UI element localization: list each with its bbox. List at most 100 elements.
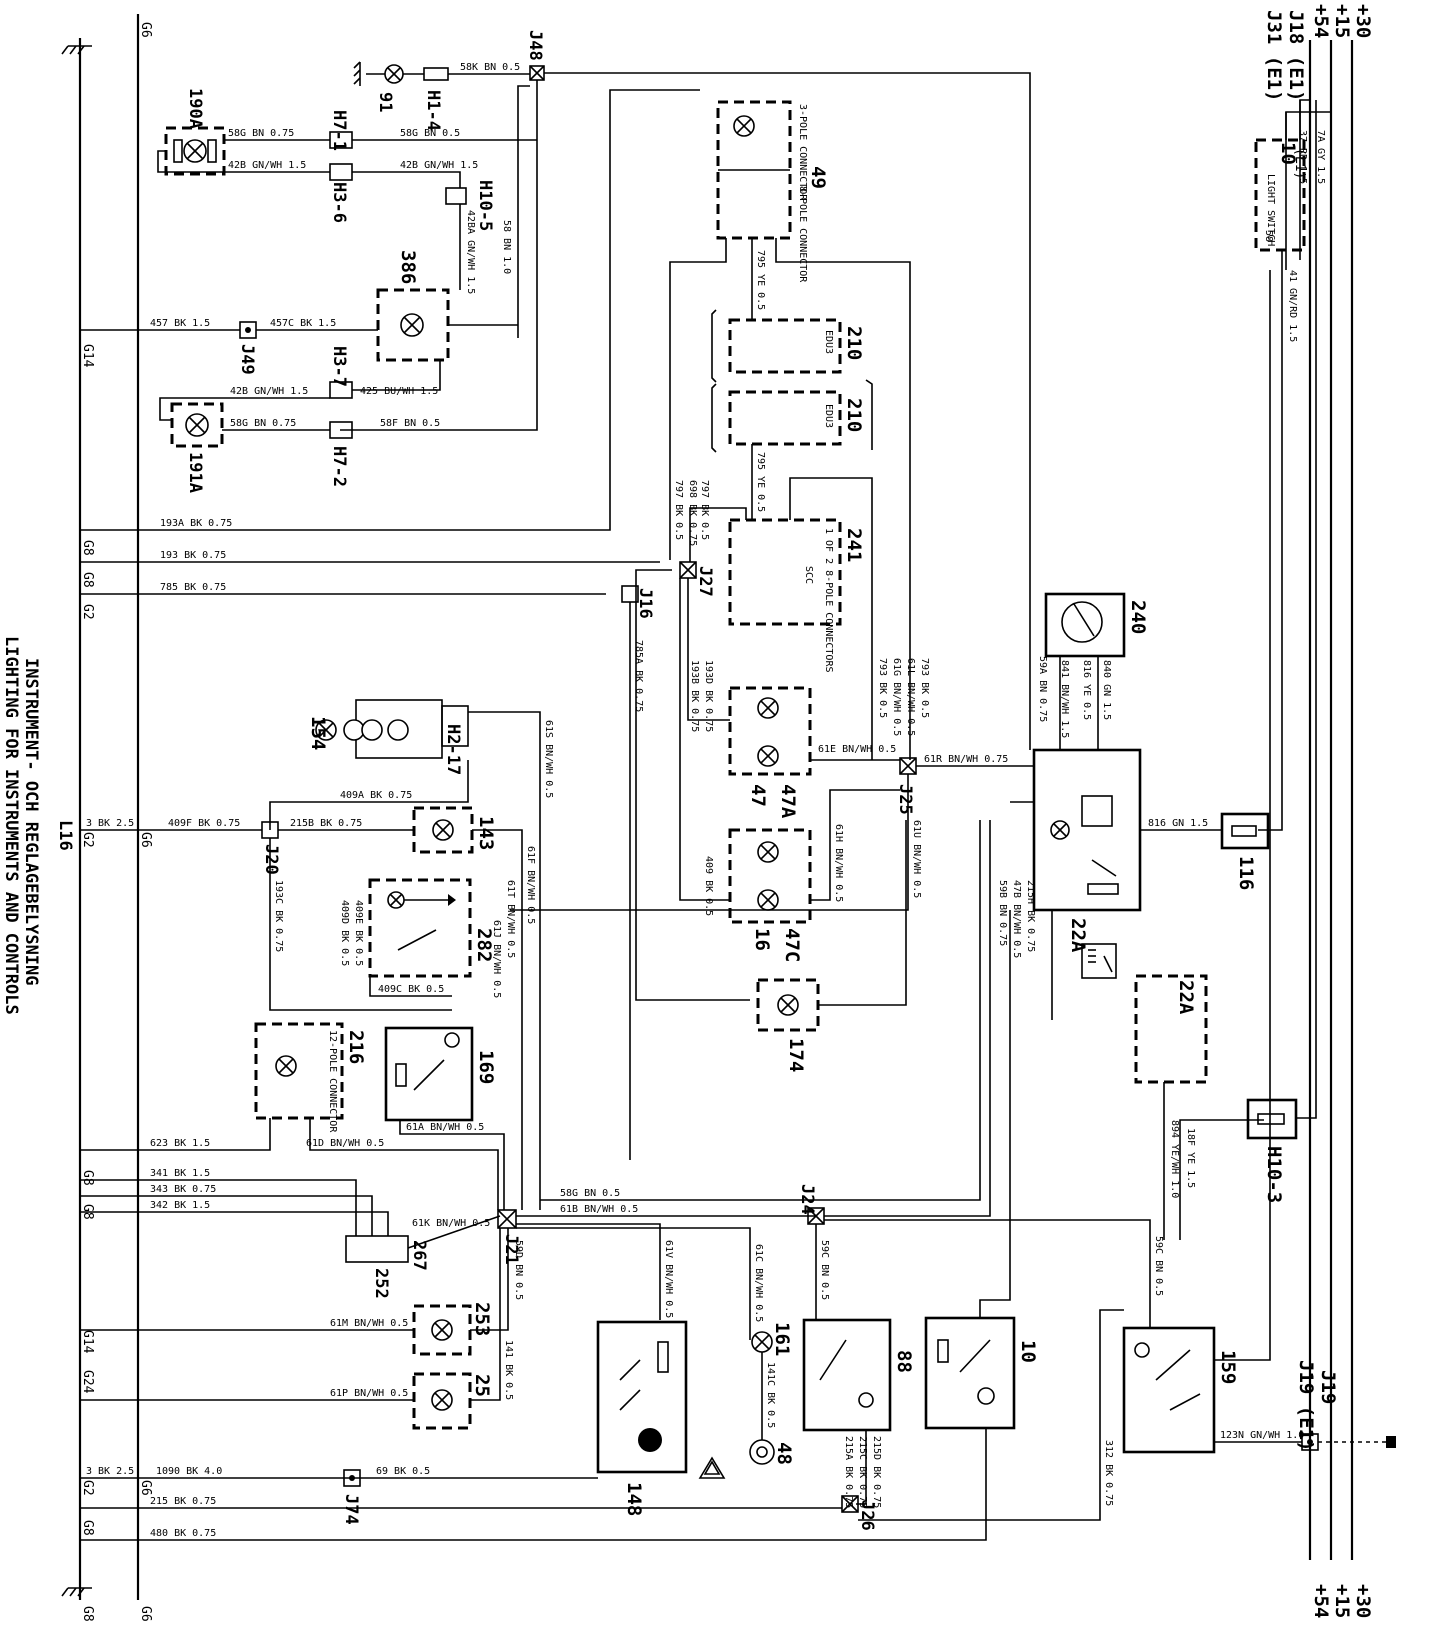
ground-label: G2	[80, 832, 95, 848]
connector-h3-6: H3-6 42B GN/WH 1.5	[329, 160, 478, 223]
wire-label: 59D BN 0.5	[513, 1240, 524, 1300]
ground-label: G14	[80, 1330, 95, 1354]
component-label: 22A	[1067, 918, 1089, 953]
junction-j20: J20	[261, 821, 281, 875]
title-english: LIGHTING FOR INSTRUMENTS AND CONTROLS	[1, 636, 21, 1015]
wire-label: 341 BK 1.5	[150, 1168, 210, 1179]
component-label: 47	[747, 784, 769, 807]
component-note: 3-POLE CONNECTOR	[797, 104, 808, 201]
light-switch-10: 10 LIGHT SWITCH (L1) 58 7A GY 1.5 37 RD …	[1254, 100, 1326, 831]
relay-symbol	[1081, 943, 1117, 979]
connector-h1-4: H1-4 58K BN 0.5	[403, 62, 530, 131]
relay-10: 159 312 BK 0.75 123N GN/WH 1.0	[858, 270, 1304, 1521]
component-label: 386	[397, 250, 419, 284]
component-note: (L1)	[1292, 148, 1307, 179]
connector-216: 216 12-POLE CONNECTOR 623 BK 1.5 61D BN/…	[80, 1022, 499, 1210]
component-label: H3-7	[329, 346, 349, 387]
wire-label: 841 BN/WH 1.5	[1059, 660, 1070, 738]
component-label: 154	[307, 716, 329, 750]
wire-label: 840 GN 1.5	[1101, 660, 1112, 720]
component-label: 143	[475, 816, 497, 850]
junction-label: J74	[341, 1494, 361, 1525]
junction-label: J21	[501, 1234, 521, 1265]
wire-label: 457C BK 1.5	[270, 318, 336, 329]
rail-label: +15	[1331, 1584, 1353, 1618]
lamp-252: 253 61M BN/WH 0.5	[80, 1302, 493, 1356]
wire-label: 193D BK 0.75	[703, 660, 714, 732]
component-label: 22A	[1175, 980, 1197, 1015]
wire-label: 58G BN 0.75	[228, 128, 294, 139]
junction-label: J16	[635, 588, 655, 619]
wire-label: 343 BK 0.75	[150, 1184, 216, 1195]
connector-h10-5: H10-5 42BA GN/WH 1.5 58 BN 1.0	[445, 180, 512, 294]
component-label: 190A	[185, 88, 205, 129]
component-label: 282	[473, 928, 495, 962]
junction-j16: J16 785A BK 0.75	[621, 585, 655, 1160]
wire-label: 409C BK 0.5	[378, 984, 444, 995]
wire-label: 193 BK 0.75	[160, 550, 226, 561]
wire-label: 409 BK 0.5	[703, 856, 714, 916]
wire-label: 193B BK 0.75	[689, 660, 700, 732]
component-label: 116	[1235, 856, 1257, 890]
component-label: 210	[843, 398, 865, 432]
wire-label: 193C BK 0.75	[273, 880, 284, 952]
component-label: H7-1	[329, 110, 349, 151]
component-label: H1-4	[423, 90, 443, 131]
lamp-190a: 190A 58G BN 0.75 42B GN/WH 1.5	[157, 88, 330, 176]
wire-label: 58 BN 1.0	[501, 220, 512, 274]
wire-label: 61P BN/WH 0.5	[330, 1388, 408, 1399]
wire-label: 215A BK 0.75	[843, 1436, 854, 1508]
ground-label: G8	[80, 1520, 95, 1536]
junction-label: J27	[695, 566, 715, 597]
wire-label: 141 BK 0.5	[503, 1340, 514, 1400]
component-label: 47C	[781, 928, 803, 962]
wire-label: 623 BK 1.5	[150, 1138, 210, 1149]
connector-h2-17: H2-17 61S BN/WH 0.5	[441, 705, 554, 1210]
wire-label: 58K BN 0.5	[460, 62, 520, 73]
component-note: SCC	[803, 566, 814, 584]
rail-label: +54	[1310, 1584, 1332, 1618]
ground-symbol-top	[61, 45, 92, 55]
lamp-154: 154	[307, 699, 443, 759]
component-label: 10	[1017, 1340, 1039, 1363]
component-label: 267	[409, 1240, 429, 1271]
component-label: 48	[773, 1442, 795, 1465]
component-label: 148	[623, 1482, 645, 1516]
relay-161: 88 215D BK 0.75 215C BK 0.75 215A BK 0.7…	[802, 1318, 915, 1508]
relay-169: 169 61A BN/WH 0.5	[384, 1026, 505, 1210]
wire-label: 61S BN/WH 0.5	[543, 720, 554, 798]
wire-label: 795 YE 0.5	[755, 250, 766, 310]
wire-label: 215 BK 0.75	[150, 1496, 216, 1507]
component-label: 161	[771, 1322, 793, 1356]
wire-label: 3 BK 2.5	[86, 818, 134, 829]
wire-label: 59B BN 0.75	[997, 880, 1008, 946]
component-label: 88	[893, 1350, 915, 1373]
ground-label: G6	[138, 1480, 153, 1496]
component-label: 169	[475, 1050, 497, 1084]
junction-j25: J25 793 BK 0.5 61G BN/WH 0.5 61L BN/WH 0…	[510, 658, 1034, 911]
ground-bus-left	[61, 14, 140, 1600]
wire-label: 7A GY 1.5	[1315, 130, 1326, 184]
wire-label: 785 BK 0.75	[160, 582, 226, 593]
component-label: 216	[345, 1030, 367, 1064]
component-label: 49	[807, 166, 829, 189]
ground-labels: G6 G14 G8 G8 G2 G2 G6 G8 G8 G14 G24 G2 G…	[80, 22, 153, 1622]
connector-label: J19 (E1)	[1295, 1360, 1317, 1452]
component-label: 47A	[777, 784, 799, 819]
wire-label: 61M BN/WH 0.5	[330, 1318, 408, 1329]
wire-label: 61V BN/WH 0.5	[663, 1240, 674, 1318]
junction-label: J19	[1317, 1370, 1339, 1404]
ground-label: G6	[138, 832, 153, 848]
component-label: 210	[843, 326, 865, 360]
wire-label: 312 BK 0.75	[1103, 1440, 1114, 1506]
wire-label: 193A BK 0.75	[160, 518, 232, 529]
wire-label: 59C BN 0.5	[819, 1240, 830, 1300]
wires-j20: 409A BK 0.75 3 BK 2.5 409F BK 0.75 215B …	[80, 760, 469, 1011]
wire-label: 41 GN/RD 1.5	[1287, 270, 1298, 342]
wire-label: 61T BN/WH 0.5	[505, 880, 516, 958]
junction-label: J25	[895, 784, 915, 815]
wire-label: 61H BN/WH 0.5	[833, 824, 844, 902]
wire-label: 61D BN/WH 0.5	[306, 1138, 384, 1149]
wire-label: 3 BK 2.5	[86, 1466, 134, 1477]
rail-label: +15	[1331, 4, 1353, 38]
